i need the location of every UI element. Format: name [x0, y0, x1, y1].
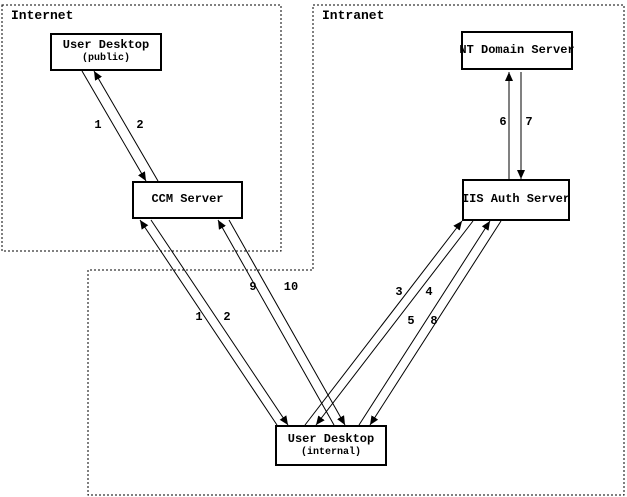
edge-step-4-iis-auth-server-to-user-desktop-internal [315, 220, 474, 426]
edge-step-2-ccm-server-to-user-desktop-public [93, 70, 159, 182]
node-title: IIS Auth Server [461, 192, 571, 207]
edge-step-label-9: 9 [249, 280, 257, 294]
node-user-desktop-internal: User Desktop (internal) [275, 425, 387, 466]
region-label-intranet: Intranet [322, 8, 385, 23]
region-label-internet: Internet [11, 8, 74, 23]
edge-step-label-7: 7 [525, 115, 533, 129]
edge-step-9-user-desktop-internal-to-ccm-server [217, 219, 335, 426]
region-border-intranet [87, 4, 625, 496]
edge-step-label-6: 6 [499, 115, 507, 129]
edge-step-label-2: 2 [136, 118, 144, 132]
node-title: NT Domain Server [459, 42, 575, 57]
edge-step-1-user-desktop-internal-to-ccm-server [139, 219, 278, 426]
edge-step-1-user-desktop-public-to-ccm-server [81, 70, 147, 182]
edge-step-label-10: 10 [283, 280, 299, 294]
edge-step-5-user-desktop-internal-to-iis-auth-server [358, 220, 491, 426]
edge-step-label-1: 1 [94, 118, 102, 132]
node-user-desktop-public: User Desktop (public) [50, 33, 162, 71]
edge-step-label-8: 8 [430, 314, 438, 328]
node-ccm-server: CCM Server [132, 181, 243, 219]
edge-step-label-3: 3 [395, 285, 403, 299]
node-iis-auth-server: IIS Auth Server [462, 179, 570, 221]
edge-step-3-user-desktop-internal-to-iis-auth-server [304, 220, 463, 426]
edge-step-label-2: 2 [223, 310, 231, 324]
node-subtitle: (internal) [300, 446, 361, 458]
node-title: User Desktop [287, 431, 375, 446]
node-subtitle: (public) [81, 53, 130, 65]
edge-step-label-4: 4 [425, 285, 433, 299]
edge-step-label-5: 5 [407, 314, 415, 328]
node-nt-domain-server: NT Domain Server [459, 31, 575, 70]
edge-step-label-1: 1 [195, 310, 203, 324]
node-title: User Desktop [62, 38, 150, 53]
edge-step-8-iis-auth-server-to-user-desktop-internal [369, 220, 502, 426]
edge-step-10-ccm-server-to-user-desktop-internal [228, 219, 346, 426]
node-title: CCM Server [151, 192, 224, 207]
region-border-internet [1, 4, 282, 252]
edge-step-2-ccm-server-to-user-desktop-internal [150, 219, 289, 426]
